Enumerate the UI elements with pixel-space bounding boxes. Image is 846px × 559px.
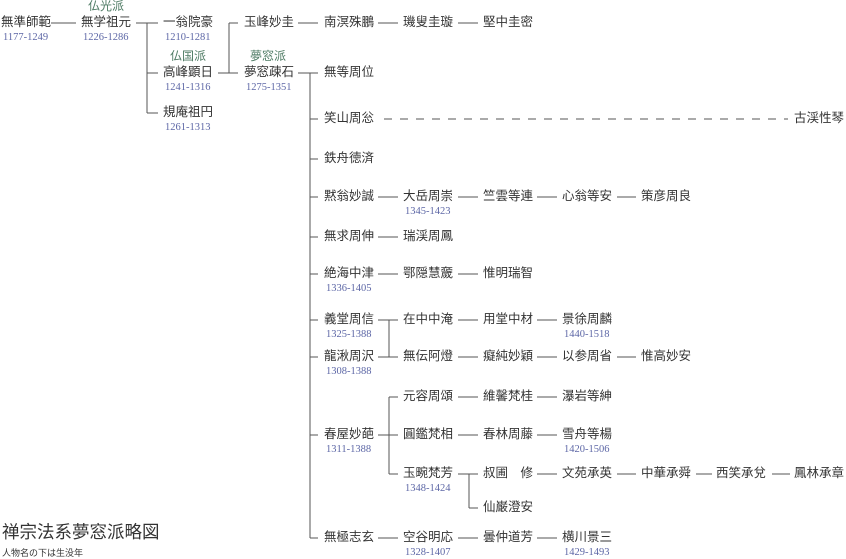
person-name: 瑞渓周鳳 [403,228,454,243]
person-years: 1261-1313 [165,122,211,133]
person-name: 一翁院豪 [163,14,214,29]
person-name: 以参周省 [562,348,613,363]
person-name: 曇仲道芳 [483,529,534,544]
person-name: 無極志玄 [324,529,375,544]
person-name: 惟明瑞智 [483,265,534,280]
person-name: 玉峰妙圭 [244,14,295,29]
person-name: 惟高妙安 [641,348,692,363]
person-name: 義堂周信 [324,311,375,326]
school-label-bukkoku: 仏国派 [170,49,207,63]
person-name: 龍湫周沢 [324,348,375,363]
person-years: 1429-1493 [564,547,610,558]
person-name: 無求周伸 [324,228,375,243]
person-name: 鳳林承章 [794,465,845,480]
person-years: 1226-1286 [83,32,129,43]
person-name: 堅中圭密 [483,14,534,29]
person-years: 1336-1405 [326,283,372,294]
person-years: 1311-1388 [326,444,372,455]
person-years: 1275-1351 [246,82,292,93]
person-name: 絶海中津 [324,265,375,280]
person-name: 瀑岩等紳 [562,388,613,403]
person-name: 無伝阿燈 [403,348,454,363]
person-name: 笑山周忩 [324,110,375,125]
person-name: 策彦周良 [641,188,692,203]
person-name: 高峰顕日 [163,64,214,79]
person-name: 圓鑑梵相 [403,426,454,441]
person-name: 鉄舟徳済 [324,150,375,165]
person-years: 1308-1388 [326,366,372,377]
person-name: 玉畹梵芳 [403,465,454,480]
person-years: 1440-1518 [564,329,610,340]
person-name: 文苑承英 [562,465,613,480]
person-years: 1177-1249 [3,32,49,43]
person-name: 在中中淹 [403,311,454,326]
person-name: 黙翁妙誠 [324,188,375,203]
person-name: 無学祖元 [81,14,132,29]
person-years: 1345-1423 [405,206,451,217]
person-name: 用堂中材 [483,311,534,326]
person-name: 仙巌澄安 [483,499,534,514]
person-name: 古渓性琴 [794,110,845,125]
person-name: 鄂隠慧奯 [403,265,454,280]
person-name: 南溟殊鵬 [324,14,375,29]
person-years: 1210-1281 [165,32,211,43]
person-name: 竺雲等連 [483,188,534,203]
school-label-muso: 夢窓派 [250,49,287,63]
person-years: 1420-1506 [564,444,610,455]
person-name: 維馨梵桂 [483,388,534,403]
school-label-bukko: 仏光派 [88,0,125,13]
person-name: 西笑承兌 [716,465,767,480]
person-name: 叔圃 修 [483,465,534,480]
person-name: 春林周藤 [483,426,534,441]
person-years: 1241-1316 [165,82,211,93]
person-years: 1348-1424 [405,483,451,494]
person-years: 1328-1407 [405,547,451,558]
person-name: 規庵祖円 [163,104,214,119]
diagram-title: 禅宗法系夢窓派略図 [2,523,160,543]
person-name: 大岳周崇 [403,188,454,203]
person-name: 雪舟等楊 [562,426,613,441]
person-name: 無等周位 [324,64,375,79]
person-name: 横川景三 [562,529,613,544]
person-name: 元容周頌 [403,388,454,403]
person-name: 中華承舜 [641,465,692,480]
person-name: 癡純妙穎 [483,348,534,363]
person-name: 璣叟圭璇 [403,14,454,29]
person-name: 心翁等安 [562,188,613,203]
person-years: 1325-1388 [326,329,372,340]
person-name: 空谷明応 [403,529,454,544]
person-name: 景徐周麟 [562,311,613,326]
person-name: 無準師範 [1,14,52,29]
person-name: 春屋妙葩 [324,426,375,441]
person-name: 夢窓疎石 [244,64,295,79]
diagram-subtitle: 人物名の下は生没年 [2,549,84,559]
